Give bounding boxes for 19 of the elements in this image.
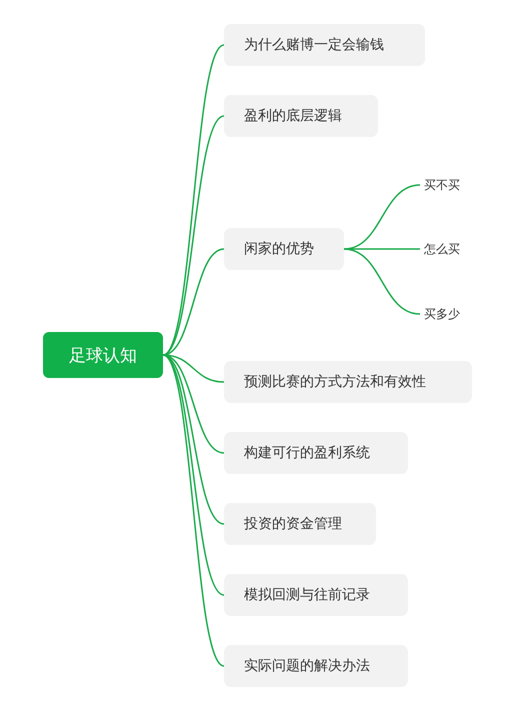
connector-line [162,354,224,667]
topic-box: 闲家的优势 [224,228,344,270]
subtopic-text: 怎么买 [424,240,472,258]
topic-box: 预测比赛的方式方法和有效性 [224,361,472,403]
connector-line [162,354,224,525]
topic-box: 为什么赌博一定会输钱 [224,24,425,66]
connector-line [344,248,420,315]
topic-box: 构建可行的盈利系统 [224,432,408,474]
connector-line [162,44,224,356]
topic-box: 盈利的底层逻辑 [224,95,378,137]
topic-box: 实际问题的解决办法 [224,645,408,687]
subtopic-text: 买多少 [424,305,472,323]
connector-line [162,354,224,596]
topic-box: 投资的资金管理 [224,503,376,545]
subtopic-text: 买不买 [424,176,472,194]
topic-box: 模拟回测与往前记录 [224,574,408,616]
root-box: 足球认知 [43,332,163,378]
connector-line [344,184,420,250]
connector-line [162,115,224,356]
